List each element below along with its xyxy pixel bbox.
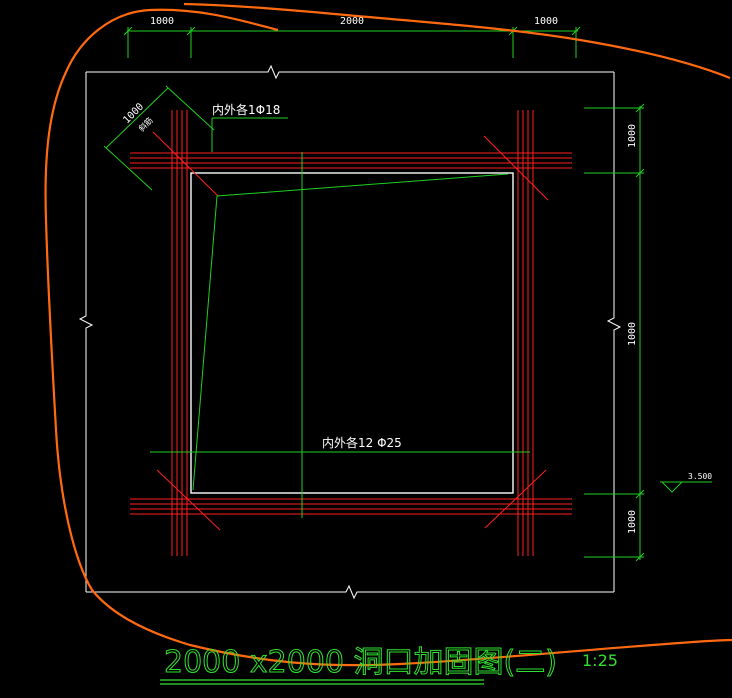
markup-cloud (44, 2, 732, 667)
rebar-diag-tr (483, 135, 549, 201)
rebar-diag-tl (152, 131, 219, 197)
dim-right-tick-3 (635, 489, 645, 499)
wall-right-edge (606, 72, 622, 592)
dimension-lines (103, 26, 712, 562)
dim-diag-ext-1 (103, 145, 153, 191)
dim-top-left-text: 1000 (150, 16, 174, 27)
note-main-bars: 内外各12 Φ25 (322, 435, 402, 450)
dim-right-bottom-text: 1000 (627, 510, 638, 534)
dim-top-tick-1 (123, 26, 133, 36)
drawing-title: 2000 x2000 洞口加固图(二) (164, 645, 557, 680)
dim-right-top-text: 1000 (627, 124, 638, 148)
rebar-diag-br (484, 469, 547, 529)
rebar-group (130, 110, 572, 556)
dim-diag-baseline (105, 87, 169, 149)
rebar-diag-bl (156, 469, 221, 531)
wall-left-edge (78, 72, 94, 592)
wall-outline (78, 64, 622, 600)
dim-diag-ext-2 (165, 85, 215, 131)
dim-right-tick-1 (635, 103, 645, 113)
opening-outline (190, 172, 514, 494)
elevation-triangle (661, 481, 683, 493)
wall-bottom-edge (86, 584, 614, 600)
dim-top-right-text: 1000 (534, 16, 558, 27)
dim-right-tick-4 (635, 552, 645, 562)
drawing-scale: 1:25 (582, 651, 618, 670)
dim-right-middle-text: 1000 (627, 322, 638, 346)
opening-mark-line (192, 173, 509, 491)
wall-top-edge (86, 64, 614, 80)
dim-right-tick-2 (635, 168, 645, 178)
dim-diagonal-sub-text: 斜筋 (136, 115, 154, 133)
note-diagonal-bars: 内外各1Φ18 (212, 102, 280, 117)
dim-top-tick-2 (186, 26, 196, 36)
dim-top-middle-text: 2000 (340, 16, 364, 27)
elevation-text: 3.500 (688, 472, 712, 481)
dim-top-tick-4 (571, 26, 581, 36)
